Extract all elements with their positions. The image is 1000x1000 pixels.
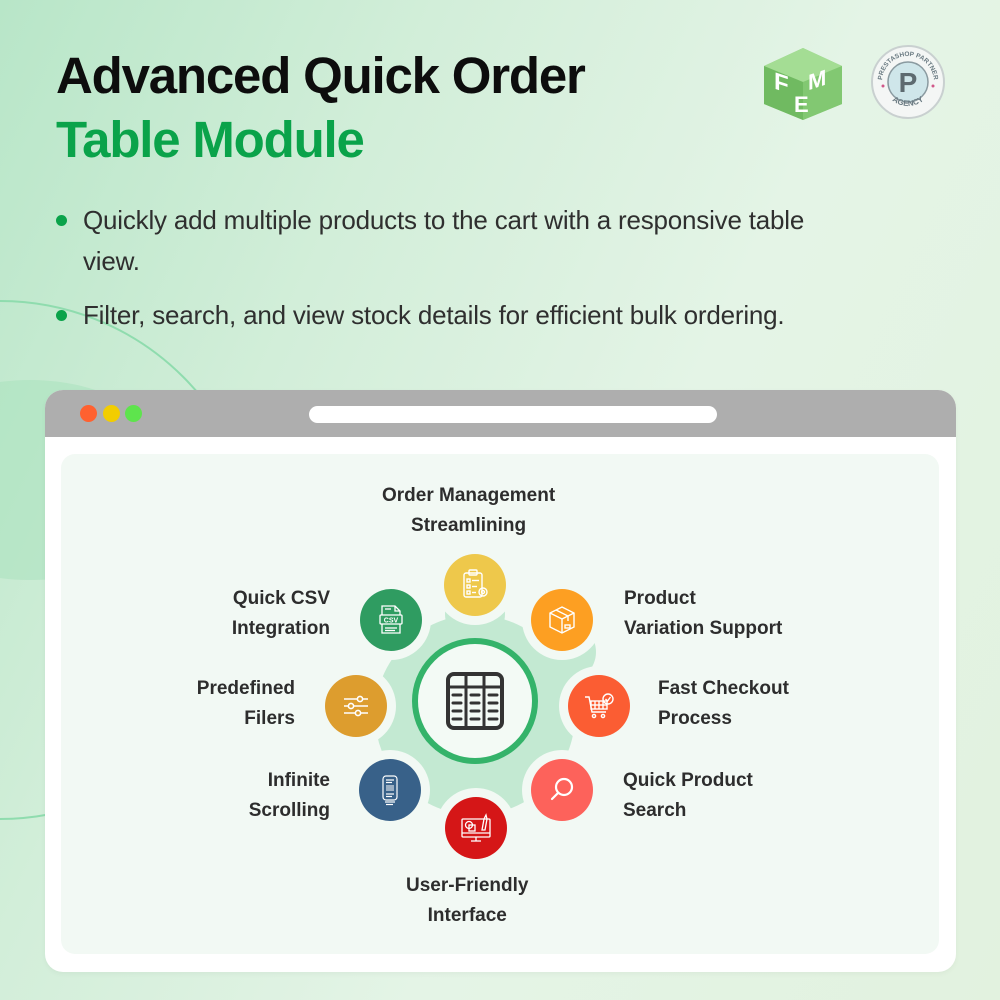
bullet-text: Quickly add multiple products to the car… — [83, 205, 805, 276]
label-line: Streamlining — [411, 515, 527, 536]
label-line: Integration — [231, 618, 330, 639]
svg-text:CSV: CSV — [384, 618, 399, 625]
sliders-icon — [344, 695, 368, 717]
bullet-text: Filter, search, and view stock details f… — [83, 300, 785, 330]
label-line: Product — [624, 588, 696, 609]
bullet-dot-icon — [56, 310, 67, 321]
prestashop-partner-badge-icon: P PRESTASHOP PARTNER AGENCY — [871, 45, 945, 119]
label-line: Order Management — [382, 485, 556, 506]
feature-node-user-friendly — [445, 797, 507, 859]
label-line: Infinite — [267, 770, 330, 791]
table-icon — [446, 672, 504, 730]
label-line: Quick Product — [623, 770, 753, 791]
svg-text:E: E — [794, 92, 809, 117]
bullet-item: Quickly add multiple products to the car… — [56, 200, 916, 282]
title-line-2: Table Module — [56, 111, 365, 168]
browser-title-bar — [45, 390, 956, 437]
bullet-item: Filter, search, and view stock details f… — [56, 295, 916, 336]
logos: F M E P PRESTASHOP PARTNER AGENCY — [760, 40, 960, 130]
feature-node-predefined-filters — [325, 675, 387, 737]
minimize-dot-icon — [103, 405, 120, 422]
feature-label-fast-checkout: Fast Checkout Process — [658, 674, 789, 734]
feature-node-product-variation — [531, 589, 593, 651]
page-title: Advanced Quick Order Table Module — [56, 44, 586, 172]
label-line: Search — [623, 800, 687, 821]
title-line-1: Advanced Quick Order — [56, 47, 586, 104]
svg-text:P: P — [899, 67, 918, 98]
bullet-dot-icon — [56, 215, 67, 226]
fme-logo-icon: F M E — [764, 48, 842, 120]
scroll-document-icon — [382, 775, 398, 806]
feature-label-predefined-filters: Predefined Filers — [175, 674, 295, 734]
monitor-design-icon — [461, 813, 491, 842]
close-dot-icon — [80, 405, 97, 422]
feature-bullet-list: Quickly add multiple products to the car… — [56, 200, 916, 349]
feature-node-quick-search — [531, 759, 593, 821]
feature-node-order-management — [444, 554, 506, 616]
feature-label-quick-search: Quick Product Search — [623, 766, 753, 826]
box-icon — [549, 606, 575, 634]
address-bar — [309, 406, 717, 423]
feature-label-user-friendly: User-Friendly Interface — [406, 871, 528, 931]
feature-label-product-variation: Product Variation Support — [624, 584, 782, 644]
label-line: Interface — [427, 905, 507, 926]
csv-file-icon: CSV — [379, 605, 403, 634]
label-line: Process — [658, 708, 732, 729]
label-line: Quick CSV — [232, 588, 330, 609]
feature-label-infinite-scrolling: Infinite Scrolling — [230, 766, 330, 826]
feature-node-infinite-scrolling — [359, 759, 421, 821]
label-line: Filers — [244, 708, 295, 729]
svg-text:F: F — [774, 68, 789, 99]
svg-text:M: M — [808, 65, 826, 95]
label-line: Predefined — [196, 678, 295, 699]
hub-circle — [412, 638, 538, 764]
label-line: Fast Checkout — [658, 678, 789, 699]
clipboard-gear-icon — [463, 569, 488, 598]
feature-node-fast-checkout — [568, 675, 630, 737]
label-line: Variation Support — [624, 618, 783, 639]
search-icon — [550, 777, 574, 801]
svg-text:AGENCY: AGENCY — [891, 94, 926, 108]
maximize-dot-icon — [125, 405, 142, 422]
feature-label-order-management: Order Management Streamlining — [382, 481, 555, 541]
feature-label-csv-integration: Quick CSV Integration — [210, 584, 330, 644]
cart-check-icon — [585, 693, 614, 719]
label-line: User-Friendly — [406, 875, 529, 896]
label-line: Scrolling — [248, 800, 330, 821]
feature-node-csv-integration: CSV — [360, 589, 422, 651]
